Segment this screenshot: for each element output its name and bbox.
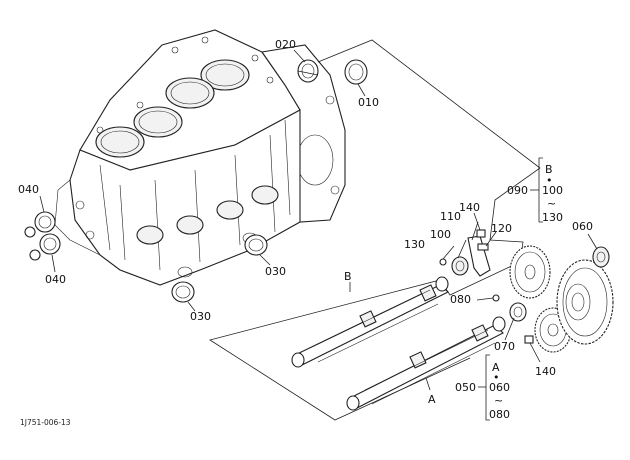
label-040-top: 040	[18, 183, 39, 196]
group-b-dot: •	[546, 174, 553, 187]
group-callout-a: A • 050 060 ~ 080	[455, 354, 510, 421]
bolt-140-upper[interactable]	[476, 229, 486, 238]
bearing-100[interactable]	[451, 256, 469, 276]
leader-lines	[39, 49, 598, 391]
engine-block	[54, 29, 346, 286]
group-b-tilde: ~	[547, 197, 556, 210]
group-a-code: 050	[455, 381, 476, 394]
balancer-shaft-a[interactable]	[346, 316, 506, 411]
label-060: 060	[572, 220, 593, 233]
balancer-shaft-b[interactable]	[291, 276, 449, 368]
label-110: 110	[440, 210, 461, 223]
group-a-end: 080	[489, 408, 510, 421]
bushing-020[interactable]	[297, 59, 319, 83]
bushing-030-low[interactable]	[171, 281, 195, 303]
group-b-code: 090	[507, 184, 528, 197]
group-callout-b: B • 090 100 ~ 130	[507, 157, 563, 224]
label-130: 130	[404, 238, 425, 251]
label-120: 120	[491, 222, 512, 235]
pin-080[interactable]	[492, 294, 500, 302]
label-100: 100	[430, 228, 451, 241]
bushing-010[interactable]	[344, 59, 368, 85]
washer-070[interactable]	[509, 302, 527, 322]
label-030-low: 030	[190, 310, 211, 323]
label-020: 020	[275, 38, 296, 51]
label-030-mid: 030	[265, 265, 286, 278]
label-shaft-a: A	[428, 393, 436, 406]
gear-balancer-b[interactable]	[509, 245, 551, 299]
label-070: 070	[494, 340, 515, 353]
group-a-letter: A	[492, 361, 500, 374]
group-a-tilde: ~	[494, 394, 503, 407]
label-140-top: 140	[459, 201, 480, 214]
group-b-letter: B	[545, 163, 553, 176]
pin-130[interactable]	[439, 258, 447, 266]
bushing-040-upper[interactable]	[24, 211, 56, 238]
drawing-reference: 1J751-006-13	[20, 418, 71, 427]
label-080: 080	[450, 293, 471, 306]
label-010: 010	[358, 96, 379, 109]
group-a-start: 060	[489, 381, 510, 394]
lever-110[interactable]	[467, 235, 491, 277]
label-040-bottom: 040	[45, 273, 66, 286]
group-a-dot: •	[493, 371, 500, 384]
gear-idler[interactable]	[556, 259, 614, 345]
bushing-030-mid[interactable]	[244, 234, 268, 256]
bolt-140-lower[interactable]	[524, 335, 534, 344]
group-b-end: 130	[542, 211, 563, 224]
label-shaft-b: B	[344, 270, 352, 283]
bushing-040-lower[interactable]	[29, 233, 61, 261]
bolt-120[interactable]	[477, 243, 489, 251]
bearing-060[interactable]	[592, 246, 610, 268]
label-140-bottom: 140	[535, 365, 556, 378]
group-b-start: 100	[542, 184, 563, 197]
